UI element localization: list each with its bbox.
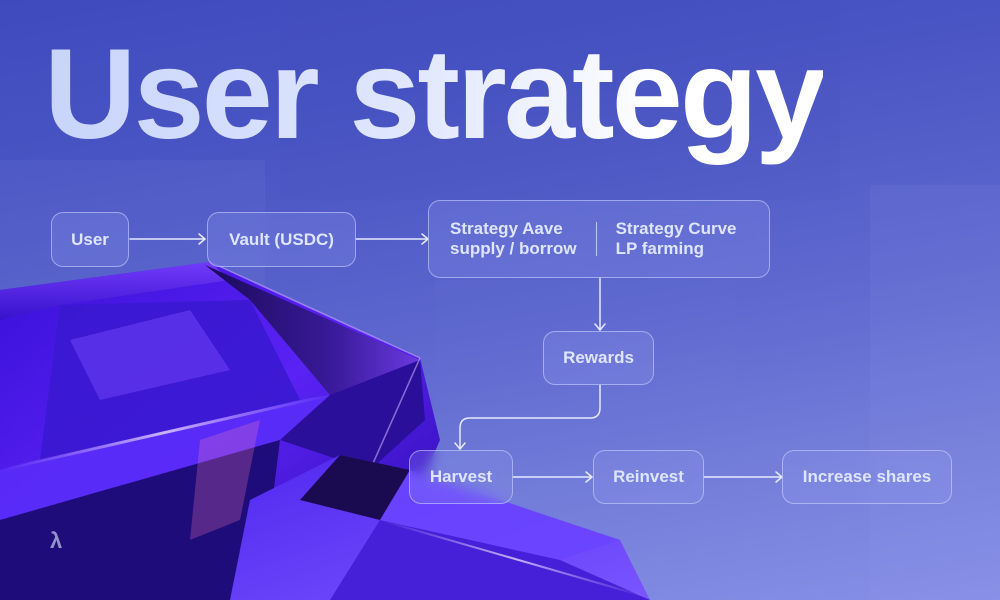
arrow-rewards-to-harvest [454,384,601,450]
node-label: User [71,229,109,249]
arrow-harvest-to-reinvest [512,471,593,483]
arrow-reinvest-to-increase-shares [703,471,783,483]
node-harvest: Harvest [409,450,513,504]
strategy-name: Strategy Aave [450,219,563,238]
node-label: Vault (USDC) [229,229,334,249]
node-user: User [51,212,129,267]
strategy-aave: Strategy Aave supply / borrow [450,219,577,259]
arrow-user-to-vault [129,233,206,245]
node-label: Rewards [563,348,634,367]
strategy-detail: supply / borrow [450,239,577,258]
node-rewards: Rewards [543,331,654,385]
brand-logo-icon: λ [50,528,63,553]
node-reinvest: Reinvest [593,450,704,504]
node-label: Increase shares [802,467,932,486]
strategy-divider [595,222,597,256]
background-panel [870,185,1000,600]
strategy-detail: LP farming [615,239,705,258]
node-vault-usdc: Vault (USDC) [207,212,356,267]
node-label: Reinvest [613,467,684,486]
node-label: Harvest [429,467,493,486]
strategy-name: Strategy Curve [615,219,737,238]
strategy-curve: Strategy Curve LP farming [616,219,737,259]
arrow-strategies-to-rewards [594,277,606,331]
node-strategies: Strategy Aave supply / borrow Strategy C… [428,200,770,278]
node-increase-shares: Increase shares [782,450,952,504]
page-title: User strategy [44,18,826,172]
arrow-vault-to-strategies [355,233,429,245]
